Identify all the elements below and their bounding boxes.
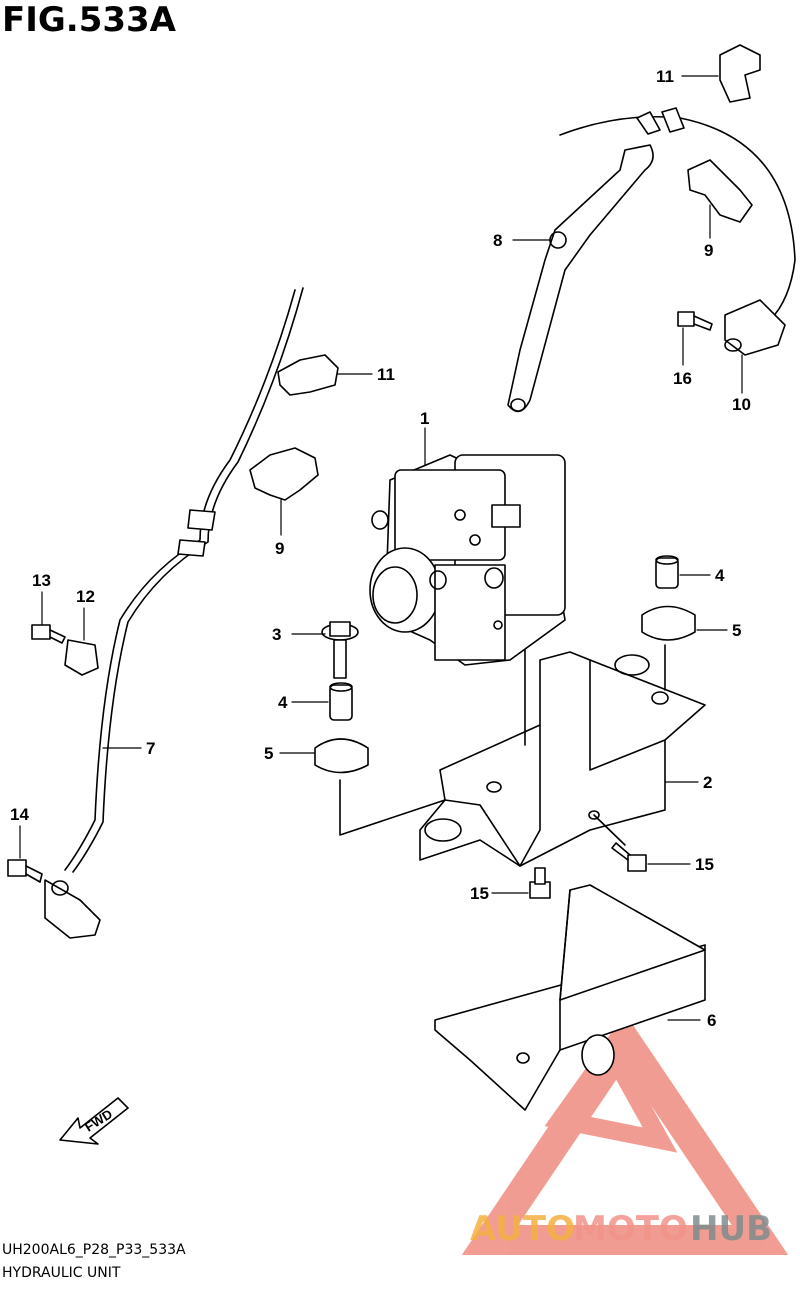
figure-caption: HYDRAULIC UNIT [2, 1265, 121, 1281]
callout-4-left: 4 [278, 693, 288, 712]
part-6-cover [434, 884, 706, 1111]
part-11-clip-mid [277, 354, 339, 396]
part-4-collar-left [329, 682, 353, 721]
part-14-bolt [7, 859, 43, 883]
part-13-bolt [31, 624, 66, 644]
callout-12: 12 [76, 587, 95, 606]
callout-1: 1 [420, 409, 429, 428]
callout-11-mid: 11 [377, 365, 395, 384]
callout-9-left: 9 [275, 539, 284, 558]
part-9-clip-right [687, 159, 753, 223]
part-16-bolt [677, 311, 713, 331]
callout-8: 8 [493, 231, 502, 250]
callout-16: 16 [673, 369, 692, 388]
watermark-text-hub: HUB [690, 1209, 772, 1249]
callout-15-right: 15 [695, 855, 714, 874]
part-5-grommet-right [641, 605, 696, 641]
part-10-sensor [559, 107, 796, 356]
forward-arrow-icon [59, 1097, 129, 1145]
callout-14: 14 [10, 805, 29, 824]
part-15-bolt-left [529, 867, 551, 899]
callout-7: 7 [146, 739, 155, 758]
part-1-hydraulic-unit [369, 454, 566, 666]
callout-11-top: 11 [656, 67, 674, 86]
part-15-bolt-right [611, 842, 647, 872]
callout-labels: 1 2 3 4 4 5 5 6 7 8 9 9 10 11 11 12 13 1… [10, 67, 751, 1030]
part-5-grommet-left [314, 738, 369, 774]
callout-10: 10 [732, 395, 751, 414]
part-11-clip-top [719, 44, 761, 103]
assembly-line-4 [593, 814, 626, 846]
callout-9-right: 9 [704, 241, 713, 260]
callout-2: 2 [703, 773, 712, 792]
part-2-bracket [419, 651, 706, 867]
watermark-logo [461, 1013, 789, 1255]
callout-4-right: 4 [715, 566, 725, 585]
watermark-text-auto: AUTO [470, 1209, 575, 1249]
callout-3: 3 [272, 625, 281, 644]
callout-15-left: 15 [470, 884, 489, 903]
callout-5-right: 5 [732, 621, 741, 640]
assembly-line-1 [339, 779, 446, 836]
callout-13: 13 [32, 571, 51, 590]
figure-code: UH200AL6_P28_P33_533A [2, 1242, 186, 1258]
part-8-sensor-bracket [507, 144, 654, 413]
part-7-wire [44, 287, 304, 939]
callout-6: 6 [707, 1011, 716, 1030]
part-3-bolt [321, 621, 359, 679]
part-12-clip [64, 639, 99, 676]
figure-title: FIG.533A [2, 0, 176, 40]
callout-5-left: 5 [264, 744, 273, 763]
watermark-text-moto: MOTO [573, 1209, 688, 1249]
part-4-collar-right [655, 555, 679, 589]
part-9-clip-left [249, 447, 319, 501]
